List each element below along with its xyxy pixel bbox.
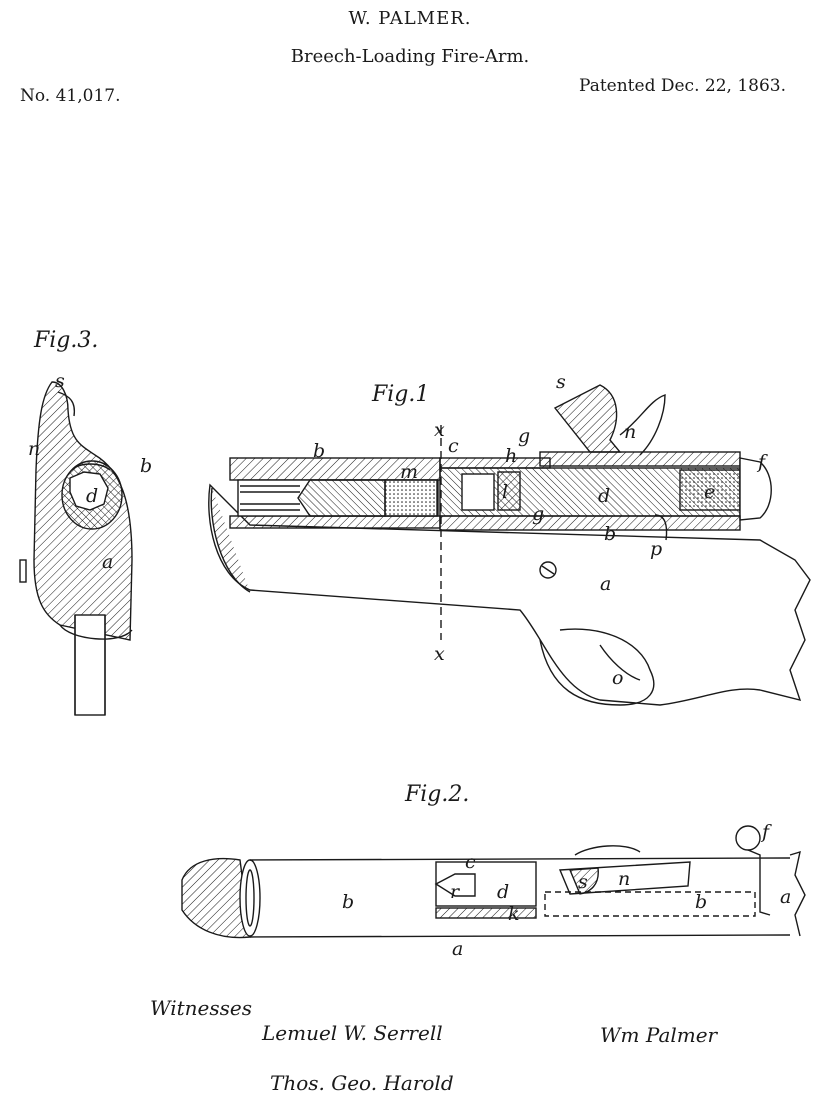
- fig1-label-m: m: [400, 461, 418, 483]
- fig1-label-a: a: [600, 573, 611, 595]
- fig1-label-g-top: g: [518, 425, 530, 447]
- fig3-label-s: s: [55, 370, 65, 392]
- fig3-label-a: a: [102, 551, 113, 573]
- fig3-label-b: b: [140, 455, 152, 477]
- fig1-label-p: p: [650, 538, 662, 560]
- fig3-label-d: d: [86, 485, 98, 507]
- fig3-label-n: n: [28, 438, 40, 460]
- fig2-label-d: d: [497, 881, 509, 903]
- figure-2-title: Fig.2.: [405, 782, 470, 807]
- fig2-label-b-left: b: [342, 891, 354, 913]
- patent-number: No. 41,017.: [20, 86, 121, 106]
- fig2-label-s: s: [578, 871, 588, 893]
- fig2-label-f: f: [760, 821, 772, 843]
- fig1-label-g-bottom: g: [532, 503, 544, 525]
- fig2-label-a-right: a: [780, 886, 791, 908]
- fig1-label-x-top: x: [434, 419, 445, 441]
- fig1-label-b-top: b: [313, 440, 325, 462]
- fig1-label-c: c: [448, 435, 459, 457]
- fig1-label-s: s: [556, 371, 566, 393]
- figure-3-title: Fig.3.: [34, 328, 99, 353]
- fig1-label-x-bottom: x: [434, 643, 445, 665]
- witness-1-signature: Lemuel W. Serrell: [261, 1021, 443, 1045]
- fig2-label-k: k: [508, 903, 520, 925]
- fig2-label-n: n: [618, 868, 630, 890]
- fig1-label-b-bottom: b: [604, 523, 616, 545]
- fig1-label-e: e: [704, 481, 715, 503]
- figure-3-drawing: [19, 381, 133, 716]
- fig1-label-o: o: [612, 667, 623, 689]
- fig2-label-c: c: [465, 851, 476, 873]
- figure-1-title: Fig.1: [372, 382, 430, 407]
- figure-2-drawing: [181, 825, 806, 939]
- fig1-label-n: n: [624, 421, 636, 443]
- fig1-label-h: h: [505, 445, 517, 467]
- fig1-label-f: f: [756, 451, 768, 473]
- inventor-name: W. PALMER.: [348, 8, 472, 29]
- patent-date: Patented Dec. 22, 1863.: [579, 76, 786, 96]
- inventor-signature: Wm Palmer: [600, 1023, 719, 1047]
- witness-2-signature: Thos. Geo. Harold: [270, 1071, 454, 1095]
- fig2-label-r: r: [450, 881, 461, 903]
- patent-title: Breech-Loading Fire-Arm.: [290, 46, 530, 67]
- figure-1-drawing: [208, 384, 811, 706]
- fig2-label-b-right: b: [695, 891, 707, 913]
- fig2-label-a-bottom: a: [452, 938, 463, 960]
- fig1-label-d: d: [598, 485, 610, 507]
- fig1-label-l: l: [502, 481, 508, 503]
- witnesses-label: Witnesses: [150, 996, 252, 1020]
